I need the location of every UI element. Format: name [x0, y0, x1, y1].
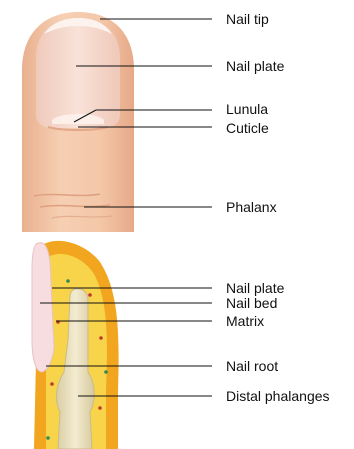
tissue-dot: [104, 370, 108, 374]
tissue-dot: [88, 293, 92, 297]
label-phalanx: Phalanx: [226, 199, 277, 215]
tissue-dot: [98, 406, 102, 410]
label-matrix: Matrix: [226, 313, 264, 329]
label-nail-tip: Nail tip: [226, 11, 269, 27]
label-lunula: Lunula: [226, 101, 268, 117]
label-cuticle: Cuticle: [226, 120, 269, 136]
label-nail-plate-bottom: Nail plate: [226, 280, 285, 296]
label-nail-root: Nail root: [226, 358, 278, 374]
nail-cross-section: [32, 241, 119, 449]
label-nail-plate-top: Nail plate: [226, 58, 285, 74]
labels: Nail tip Nail plate Lunula Cuticle Phala…: [226, 11, 330, 404]
tissue-dot: [50, 382, 54, 386]
tissue-dot: [99, 336, 103, 340]
tissue-dot: [66, 279, 70, 283]
label-distal-phalanges: Distal phalanges: [226, 388, 330, 404]
fingertip-illustration: [22, 12, 134, 232]
tissue-dot: [46, 436, 50, 440]
label-nail-bed: Nail bed: [226, 295, 277, 311]
nail-plate-shape: [36, 18, 120, 128]
